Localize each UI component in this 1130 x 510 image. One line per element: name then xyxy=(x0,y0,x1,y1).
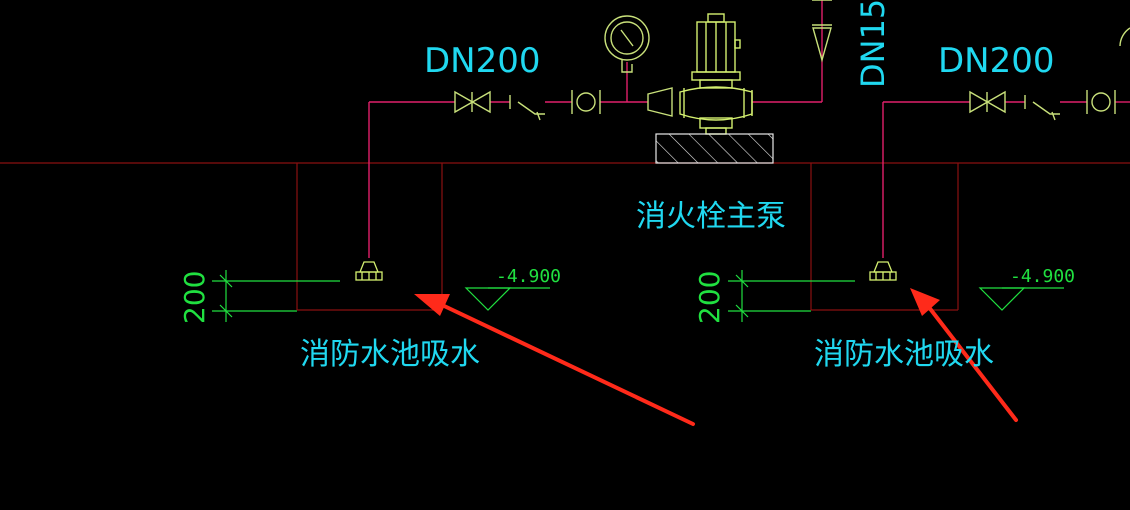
pipe-lines xyxy=(368,0,1130,258)
pressure-gauge-icon xyxy=(1119,27,1130,47)
reducer-icon xyxy=(647,87,673,117)
annotation-arrow-right xyxy=(926,304,1018,422)
elevation-label-left: -4.900 xyxy=(496,266,561,287)
pressure-gauge-icon xyxy=(604,15,650,61)
elevation-marker-icon-left xyxy=(464,287,512,311)
elevation-marker-icon-right xyxy=(978,287,1026,311)
dimension-lines xyxy=(212,270,1064,322)
arrowhead-icon-right xyxy=(910,288,940,316)
fire-hydrant-main-pump xyxy=(679,13,753,135)
valve-train-left xyxy=(454,87,673,121)
discharge-valve-icon xyxy=(812,27,832,63)
dn-label-right: DN200 xyxy=(938,41,1055,81)
text-labels: DN200 DN200 DN150 消火栓主泵 消防水池吸水 消防水池吸水 -4… xyxy=(178,0,1075,372)
suction-bells xyxy=(355,261,897,281)
structure-lines xyxy=(0,162,1130,311)
annotation-arrow-left xyxy=(438,302,695,426)
valve-train-right xyxy=(969,27,1130,121)
dn-label-mid: DN150 xyxy=(854,0,892,88)
suction-bell-icon-right xyxy=(873,261,893,273)
dimension-label-left: 200 xyxy=(178,271,211,324)
dimension-label-right: 200 xyxy=(693,271,726,324)
pressure-gauge xyxy=(604,15,650,73)
arrowhead-icon-left xyxy=(414,294,450,316)
gate-valve-icon xyxy=(969,90,1006,114)
hatched-foundation-icon xyxy=(655,133,774,164)
suction-label-left: 消防水池吸水 xyxy=(300,337,480,372)
pump-casing-icon xyxy=(679,86,753,121)
annotation-arrows xyxy=(414,288,1018,426)
suction-label-right: 消防水池吸水 xyxy=(814,337,994,372)
pump-foundation xyxy=(655,133,774,164)
flex-joint-icon xyxy=(1091,92,1111,112)
pump-name-label: 消火栓主泵 xyxy=(636,199,786,234)
elevation-label-right: -4.900 xyxy=(1010,266,1075,287)
suction-bell-icon-left xyxy=(359,261,379,273)
discharge-fitting xyxy=(812,0,832,63)
check-valve-arrow xyxy=(517,101,545,121)
dn-label-left: DN200 xyxy=(424,41,541,81)
gate-valve-icon xyxy=(454,90,491,114)
flex-joint-icon xyxy=(576,92,596,112)
